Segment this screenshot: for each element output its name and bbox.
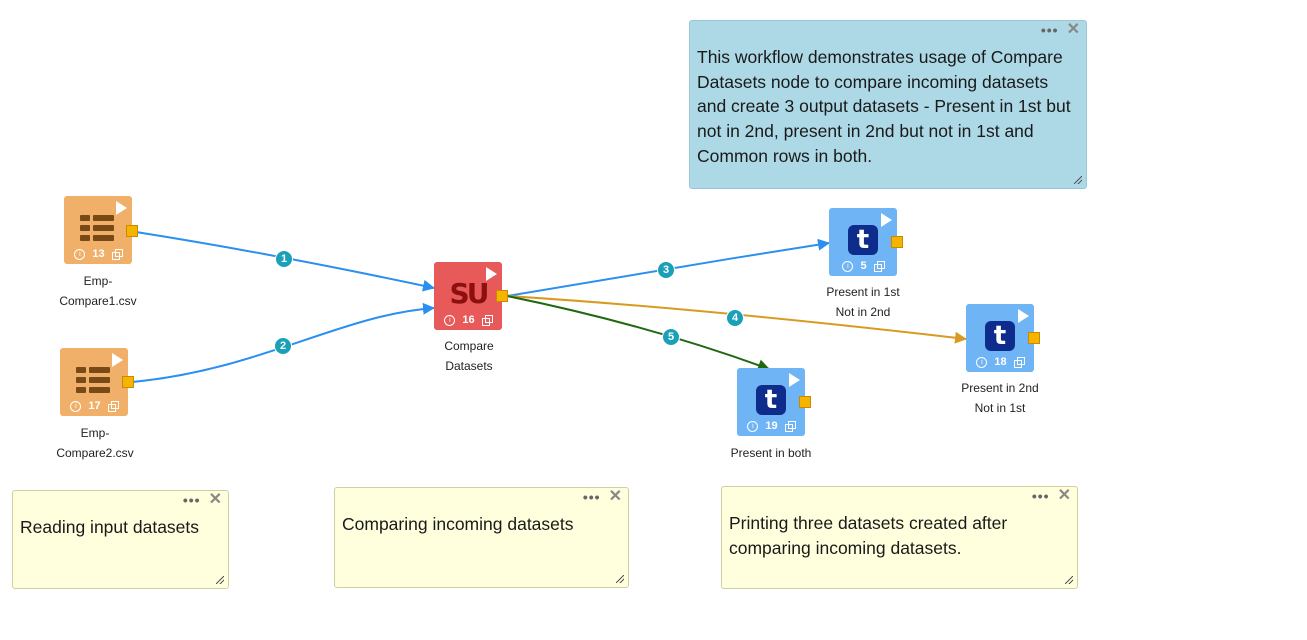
connection-badge-5[interactable]: 5 (662, 328, 680, 346)
node-number: 17 (88, 400, 101, 412)
node-present-in-2nd[interactable]: t i 18 (966, 304, 1040, 372)
node-number: 5 (860, 260, 867, 272)
note-text: This workflow demonstrates usage of Comp… (697, 47, 1071, 166)
connection-badge-1[interactable]: 1 (275, 250, 293, 268)
resize-handle-icon[interactable] (1065, 576, 1073, 584)
table-icon (76, 365, 110, 395)
copy-icon[interactable] (1013, 357, 1025, 368)
output-port[interactable] (1028, 332, 1040, 344)
resize-handle-icon[interactable] (216, 576, 224, 584)
node-label-line: Present in 2nd (961, 381, 1039, 395)
info-icon[interactable]: i (976, 356, 988, 368)
close-icon[interactable]: ✕ (1066, 21, 1080, 38)
node-label-line: Present in 1st (826, 285, 900, 299)
node-label-compare-datasets: Compare Datasets (409, 336, 529, 376)
print-table-icon: t (756, 385, 786, 415)
copy-icon[interactable] (873, 261, 885, 272)
play-icon[interactable] (881, 213, 892, 227)
more-icon[interactable]: ••• (182, 492, 201, 508)
output-port[interactable] (122, 376, 134, 388)
node-emp-compare1[interactable]: i 13 (64, 196, 138, 264)
play-icon[interactable] (486, 267, 497, 281)
more-icon[interactable]: ••• (582, 489, 601, 505)
description-note[interactable]: ••• ✕ This workflow demonstrates usage o… (689, 20, 1087, 189)
node-label-line: Not in 2nd (835, 305, 891, 319)
close-icon[interactable]: ✕ (608, 488, 622, 505)
node-label-emp-compare2: Emp- Compare2.csv (35, 423, 155, 463)
note-text: Comparing incoming datasets (342, 514, 574, 534)
node-number: 19 (765, 420, 778, 432)
node-compare-datasets[interactable]: SU i 16 (434, 262, 508, 330)
node-emp-compare2[interactable]: i 17 (60, 348, 134, 416)
node-number: 13 (92, 248, 105, 260)
more-icon[interactable]: ••• (1031, 488, 1050, 504)
play-icon[interactable] (789, 373, 800, 387)
connection-5[interactable] (506, 295, 770, 371)
node-label-line: Emp- (83, 274, 113, 288)
node-label-line: Compare1.csv (59, 294, 137, 308)
connection-badge-3[interactable]: 3 (657, 261, 675, 279)
print-table-icon: t (985, 321, 1015, 351)
resize-handle-icon[interactable] (1074, 176, 1082, 184)
close-icon[interactable]: ✕ (208, 491, 222, 508)
printing-note[interactable]: ••• ✕ Printing three datasets created af… (721, 486, 1078, 589)
node-number: 16 (462, 314, 475, 326)
print-table-icon: t (848, 225, 878, 255)
node-label-line: Not in 1st (974, 401, 1026, 415)
copy-icon[interactable] (784, 421, 796, 432)
node-label-present-in-1st: Present in 1st Not in 2nd (803, 282, 923, 322)
compare-icon: SU (449, 277, 490, 310)
node-present-in-1st[interactable]: t i 5 (829, 208, 903, 276)
info-icon[interactable]: i (444, 314, 456, 326)
more-icon[interactable]: ••• (1040, 22, 1059, 38)
output-port[interactable] (496, 290, 508, 302)
node-label-line: Present in both (730, 446, 812, 460)
note-text: Printing three datasets created after co… (729, 513, 1008, 558)
table-icon (80, 213, 114, 243)
note-text: Reading input datasets (20, 517, 200, 537)
info-icon[interactable]: i (842, 260, 854, 272)
copy-icon[interactable] (111, 249, 123, 260)
node-label-line: Compare2.csv (56, 446, 134, 460)
connection-badge-4[interactable]: 4 (726, 309, 744, 327)
info-icon[interactable]: i (74, 248, 86, 260)
play-icon[interactable] (116, 201, 127, 215)
connection-2[interactable] (131, 302, 435, 383)
node-label-present-in-both: Present in both (711, 443, 831, 463)
node-number: 18 (994, 356, 1007, 368)
node-label-emp-compare1: Emp- Compare1.csv (38, 271, 158, 311)
reading-note[interactable]: ••• ✕ Reading input datasets (12, 490, 229, 589)
node-label-present-in-2nd: Present in 2nd Not in 1st (940, 378, 1060, 418)
node-label-line: Datasets (445, 359, 493, 373)
play-icon[interactable] (1018, 309, 1029, 323)
node-present-in-both[interactable]: t i 19 (737, 368, 811, 436)
output-port[interactable] (799, 396, 811, 408)
node-label-line: Compare (444, 339, 494, 353)
node-label-line: Emp- (80, 426, 110, 440)
resize-handle-icon[interactable] (616, 575, 624, 583)
output-port[interactable] (126, 225, 138, 237)
copy-icon[interactable] (481, 315, 493, 326)
info-icon[interactable]: i (747, 420, 759, 432)
close-icon[interactable]: ✕ (1057, 487, 1071, 504)
comparing-note[interactable]: ••• ✕ Comparing incoming datasets (334, 487, 629, 588)
play-icon[interactable] (112, 353, 123, 367)
connection-1[interactable] (135, 231, 435, 292)
copy-icon[interactable] (107, 401, 119, 412)
connection-badge-2[interactable]: 2 (274, 337, 292, 355)
output-port[interactable] (891, 236, 903, 248)
info-icon[interactable]: i (70, 400, 82, 412)
